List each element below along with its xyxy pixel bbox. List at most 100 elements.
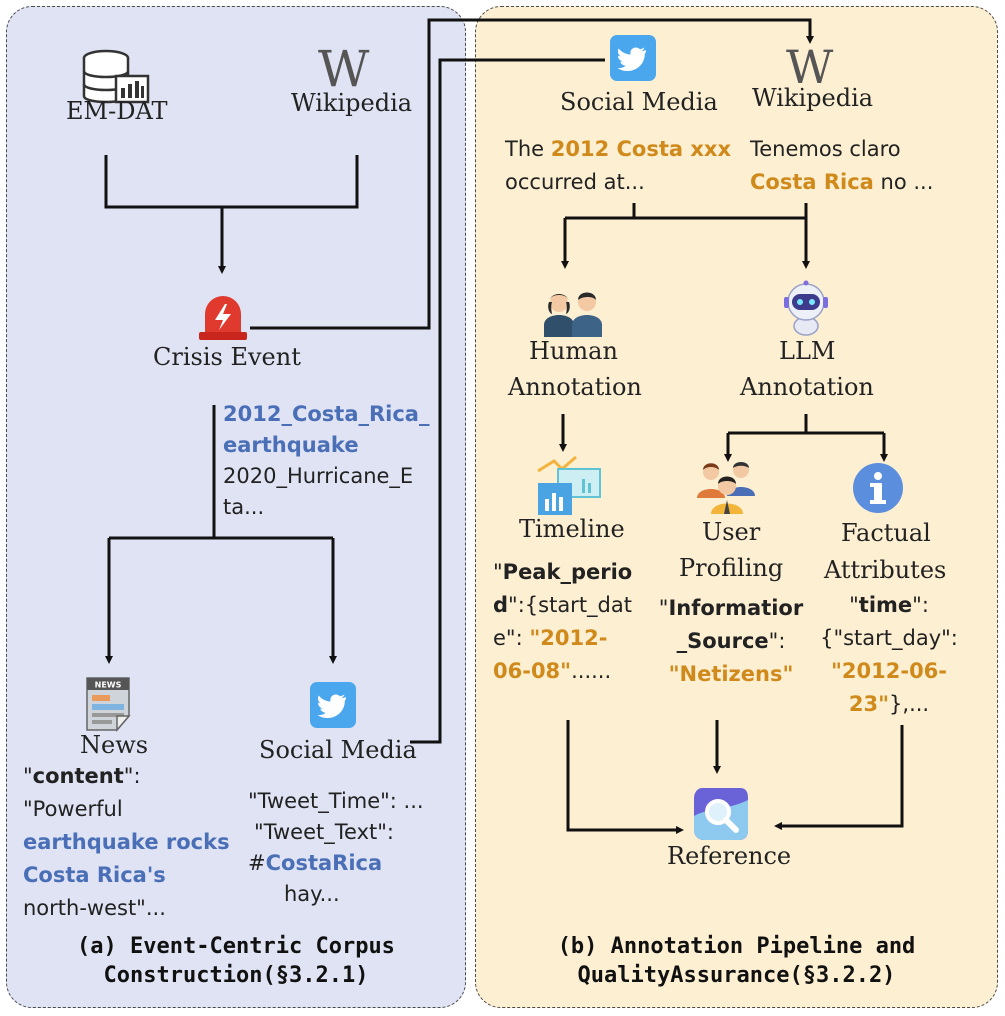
profiling-rest: ":: [768, 629, 786, 653]
event-name-2a: 2020_Hurricane_E: [223, 464, 414, 488]
profiling-key-2: _Source: [676, 629, 769, 653]
llm-label-2: Annotation: [740, 373, 874, 401]
database-icon: [82, 49, 150, 104]
llm-label-1: LLM: [779, 337, 836, 365]
tweet-time: "Tweet_Time": ...: [248, 789, 424, 813]
alarm-icon: [199, 296, 247, 340]
profiling-line2: _Source":: [655, 625, 807, 658]
news-content-key-line: "content":: [23, 760, 230, 793]
timeline-key-1: Peak_perio: [502, 560, 633, 584]
wiki-sample-line1: Tenemos claro: [750, 137, 901, 161]
chart-icon: [537, 455, 601, 515]
timeline-rest: ":{start_dat: [508, 593, 632, 617]
timeline-line2: d":{start_dat: [493, 589, 632, 622]
panel-corpus-construction: [6, 6, 466, 1008]
timeline-line3: e": "2012-: [493, 622, 632, 655]
factual-line4: 23"},...: [812, 688, 966, 721]
news-badge: NEWS: [95, 681, 122, 690]
wikipedia-label: Wikipedia: [291, 89, 413, 117]
prefix: The: [505, 137, 551, 161]
social-sample-line1: The 2012 Costa xxx: [505, 133, 731, 166]
caption-b: (b) Annotation Pipeline and QualityAssur…: [475, 933, 998, 990]
wikipedia-icon: W: [786, 40, 834, 94]
wiki-sample-highlight: Costa Rica: [750, 170, 874, 194]
quote: ": [849, 593, 859, 617]
social-sample-highlight: 2012 Costa xxx: [550, 137, 731, 161]
hash: #: [248, 851, 266, 875]
caption-a-line2: Construction(§3.2.1): [103, 962, 369, 988]
news-line-5: north-west"...: [23, 896, 166, 920]
factual-line1: "time":: [812, 589, 966, 622]
timeline-line1: "Peak_perio: [493, 556, 632, 589]
twitter-icon: [310, 682, 356, 728]
wikipedia-label-right: Wikipedia: [752, 84, 874, 112]
profiling-content: "Informatior _Source": "Netizens": [655, 592, 807, 691]
quote: ": [493, 560, 503, 584]
news-line-4: Costa Rica's: [23, 863, 166, 887]
caption-a: (a) Event-Centric Corpus Construction(§3…: [6, 933, 466, 990]
factual-value-1: "2012-06-: [830, 659, 948, 683]
news-icon: NEWS: [86, 677, 131, 732]
wikipedia-icon: W: [318, 40, 370, 98]
event-name-2b: ta...: [223, 495, 265, 519]
caption-a-line1: (a) Event-Centric Corpus: [77, 934, 395, 959]
emdat-label: EM-DAT: [66, 97, 168, 125]
search-icon: [694, 788, 748, 840]
tweet-hashtag-line: #CostaRica: [248, 848, 424, 879]
news-label: News: [80, 731, 149, 759]
wiki-sample-text: Tenemos claro Costa Rica no ...: [750, 133, 933, 199]
profiling-key-1: Informatior: [668, 596, 804, 620]
factual-key: time: [858, 593, 913, 617]
timeline-content: "Peak_perio d":{start_dat e": "2012- 06-…: [493, 556, 632, 688]
timeline-value-1: "2012-: [529, 626, 608, 650]
social-media-label-left: Social Media: [259, 736, 417, 764]
profiling-line1: "Informatior: [655, 592, 807, 625]
twitter-icon: [610, 35, 656, 81]
news-content: "content": "Powerful earthquake rocks Co…: [23, 760, 230, 925]
tweet-tail: hay...: [284, 882, 340, 906]
profiling-label-2: Profiling: [679, 554, 784, 582]
timeline-key-2: d: [493, 593, 509, 617]
wiki-sample-line2: Costa Rica no ...: [750, 166, 933, 199]
info-icon: [853, 463, 903, 513]
caption-b-line2: QualityAssurance(§3.2.2): [577, 962, 896, 988]
social-sample-line2: occurred at...: [505, 170, 645, 194]
event-name-1a: 2012_Costa_Rica_: [223, 402, 430, 426]
human-label-2: Annotation: [508, 373, 642, 401]
tweet-hashtag: CostaRica: [265, 851, 383, 875]
human-label-1: Human: [529, 337, 618, 365]
robot-icon: [784, 280, 828, 336]
profiling-value: "Netizens": [668, 662, 794, 686]
event-name-1b: earthquake: [223, 433, 359, 457]
profiling-label-1: User: [702, 518, 761, 546]
people-icon: [544, 292, 602, 337]
social-media-label-right: Social Media: [560, 88, 718, 116]
timeline-tail: ......: [571, 659, 612, 683]
news-content-key: content: [32, 764, 124, 788]
factual-value-2: 23": [848, 692, 890, 716]
event-list: 2012_Costa_Rica_ earthquake 2020_Hurrica…: [223, 399, 429, 523]
timeline-e: e":: [493, 626, 530, 650]
users-icon: [697, 462, 755, 514]
reference-label: Reference: [667, 842, 792, 870]
tweet-text: "Tweet_Text":: [254, 820, 394, 844]
factual-label-2: Attributes: [824, 556, 947, 584]
factual-line2: {"start_day":: [820, 626, 958, 650]
factual-tail: },...: [889, 692, 930, 716]
news-line-2: "Powerful: [23, 797, 123, 821]
quote-colon: ":: [123, 764, 141, 788]
timeline-label: Timeline: [519, 515, 625, 543]
factual-rest: ":: [912, 593, 929, 617]
crisis-event-label: Crisis Event: [153, 343, 301, 371]
timeline-value-2: 06-08": [493, 659, 572, 683]
social-content-left: "Tweet_Time": ... "Tweet_Text": #CostaRi…: [248, 786, 424, 910]
suffix: no ...: [873, 170, 934, 194]
quote: ": [658, 596, 669, 620]
factual-content: "time": {"start_day": "2012-06- 23"},...: [812, 589, 966, 721]
news-line-3: earthquake rocks: [23, 830, 230, 854]
caption-b-line1: (b) Annotation Pipeline and: [557, 934, 916, 959]
timeline-line4: 06-08"......: [493, 655, 632, 688]
social-sample-text: The 2012 Costa xxx occurred at...: [505, 133, 731, 199]
